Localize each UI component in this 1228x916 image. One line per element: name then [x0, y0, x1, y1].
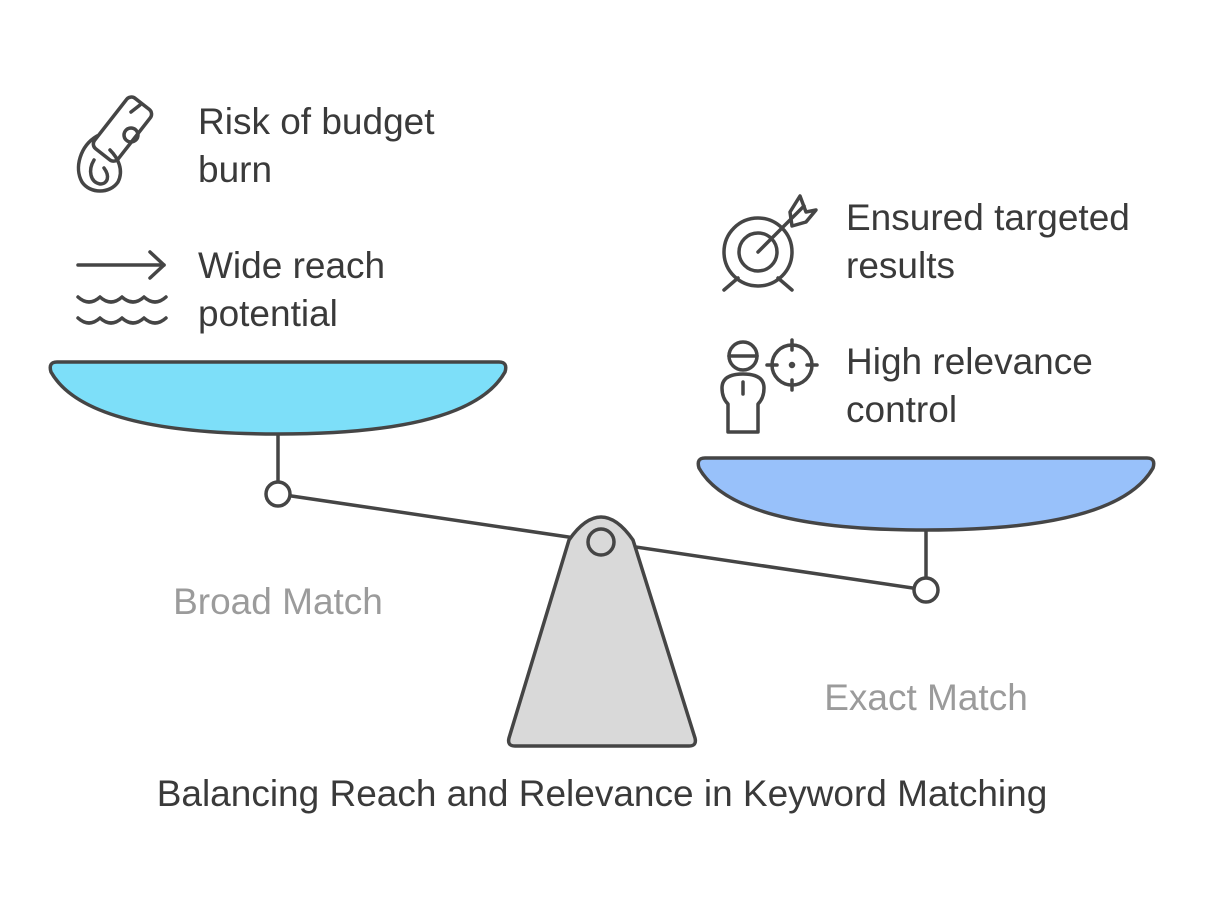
fulcrum [506, 515, 698, 748]
person-crosshair-icon [720, 338, 819, 434]
relevance-control-text-line2: control [846, 389, 957, 430]
left-pan-group [48, 360, 508, 508]
wide-reach-text-line2: potential [198, 293, 338, 334]
broad-match-label: Broad Match [173, 581, 383, 622]
diagram-caption: Balancing Reach and Relevance in Keyword… [157, 773, 1048, 814]
targeted-results-text-line1: Ensured targeted [846, 197, 1130, 238]
fulcrum-pivot [586, 527, 616, 557]
right-pan [696, 456, 1156, 532]
budget-burn-icon [76, 95, 154, 193]
budget-burn-text-line2: burn [198, 149, 272, 190]
relevance-control-text-line1: High relevance [846, 341, 1093, 382]
right-pan-hinge [912, 576, 940, 604]
left-pan [48, 360, 508, 436]
budget-burn-text-line1: Risk of budget [198, 101, 435, 142]
wide-reach-text-line1: Wide reach [198, 245, 385, 286]
left-pan-hinge [264, 480, 292, 508]
exact-match-label: Exact Match [824, 677, 1028, 718]
targeted-results-text-line2: results [846, 245, 955, 286]
wide-reach-icon [76, 250, 168, 325]
target-arrow-icon [722, 194, 818, 292]
right-pan-group [696, 456, 1156, 604]
